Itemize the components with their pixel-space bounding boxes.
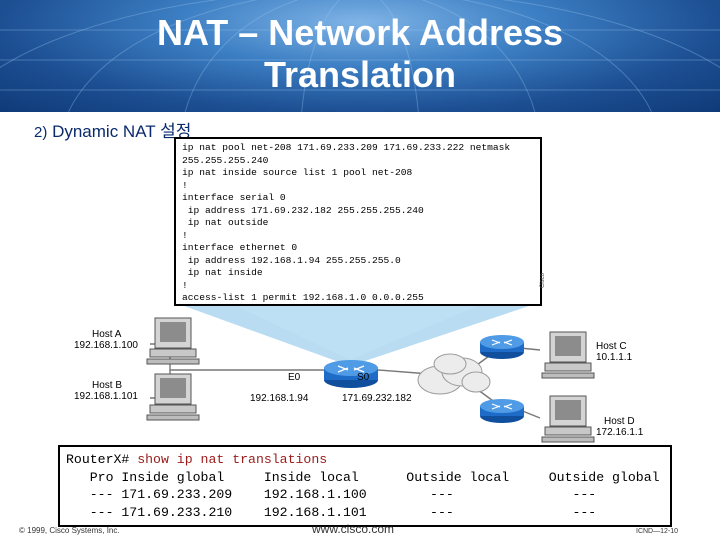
terminal-output-box: RouterX# show ip nat translations Pro In… bbox=[58, 445, 672, 527]
host-d-ip: 172.16.1.1 bbox=[596, 427, 644, 438]
host-c-ip: 10.1.1.1 bbox=[596, 352, 633, 363]
footer-copyright: © 1999, Cisco Systems, Inc. bbox=[19, 526, 120, 535]
host-b-name: Host B bbox=[92, 380, 123, 391]
footer-page-number: ICND—12-10 bbox=[636, 528, 679, 535]
host-a-ip: 192.168.1.100 bbox=[74, 340, 138, 351]
router-c-icon[interactable] bbox=[480, 335, 524, 359]
footer-url[interactable]: www.cisco.com bbox=[312, 522, 395, 536]
section-title: Dynamic NAT 설정 bbox=[52, 122, 192, 141]
router-e0-ip: 192.168.1.94 bbox=[250, 393, 309, 404]
section-number: 2) bbox=[34, 124, 48, 141]
section-subtitle: 2) Dynamic NAT 설정 bbox=[34, 117, 191, 142]
router-config-text: ip nat pool net-208 171.69.233.209 171.6… bbox=[182, 142, 511, 303]
terminal-command: show ip nat translations bbox=[137, 452, 328, 467]
host-a-name: Host A bbox=[92, 329, 122, 340]
host-b-computer-icon[interactable] bbox=[146, 373, 200, 421]
host-d-label: Host D 172.16.1.1 bbox=[596, 416, 643, 438]
host-b-ip: 192.168.1.101 bbox=[74, 391, 138, 402]
title-banner: NAT – Network Address Translation bbox=[0, 0, 720, 112]
router-s0-label: S0 bbox=[357, 372, 370, 383]
terminal-output: RouterX# show ip nat translations Pro In… bbox=[60, 447, 670, 521]
title-line-1: NAT – Network Address bbox=[156, 12, 564, 53]
host-c-computer-icon[interactable] bbox=[541, 331, 595, 379]
config-beam-inner bbox=[230, 303, 484, 360]
translation-row: --- 171.69.233.210 192.168.1.101 --- --- bbox=[66, 504, 597, 520]
host-c-label: Host C 10.1.1.1 bbox=[596, 341, 632, 363]
host-b-label: Host B 192.168.1.101 bbox=[74, 380, 138, 402]
router-s0-ip: 171.69.232.182 bbox=[342, 393, 412, 404]
title-line-2: Translation bbox=[263, 54, 457, 95]
router-config-box: ip nat pool net-208 171.69.233.209 171.6… bbox=[174, 137, 542, 306]
terminal-prompt: RouterX# bbox=[66, 452, 138, 467]
router-e0-label: E0 bbox=[288, 372, 301, 383]
host-a-label: Host A 192.168.1.100 bbox=[74, 329, 138, 351]
host-c-name: Host C bbox=[596, 341, 627, 352]
host-d-computer-icon[interactable] bbox=[541, 395, 595, 443]
host-a-computer-icon[interactable] bbox=[146, 317, 200, 365]
page-title: NAT – Network Address Translation bbox=[0, 12, 720, 96]
translation-table-header: Pro Inside global Inside local Outside l… bbox=[66, 469, 660, 485]
config-side-mark: Cisco bbox=[540, 272, 546, 288]
globe-background bbox=[0, 0, 720, 112]
internet-cloud-icon bbox=[417, 353, 491, 395]
host-d-name: Host D bbox=[604, 416, 635, 427]
router-d-icon[interactable] bbox=[480, 399, 524, 423]
router-x-icon[interactable] bbox=[324, 360, 378, 388]
translation-row: --- 171.69.233.209 192.168.1.100 --- --- bbox=[66, 487, 597, 502]
